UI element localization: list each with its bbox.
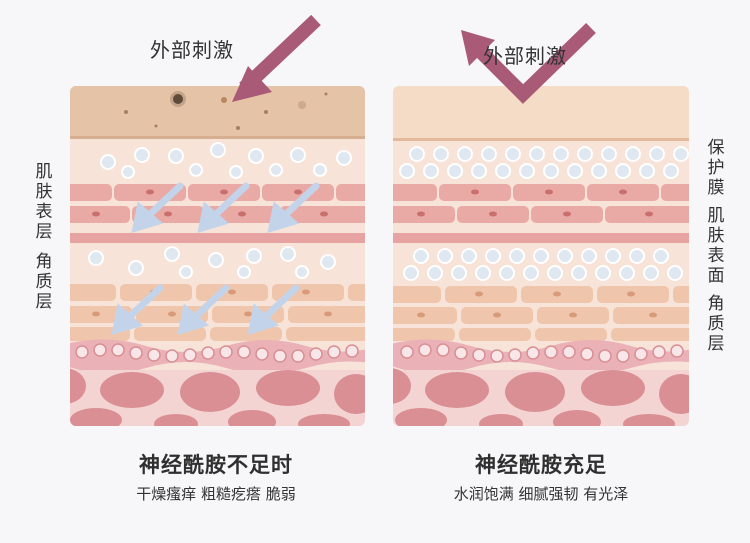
skin-cells-upper <box>393 184 689 243</box>
lipid-bubbles-dense-top <box>399 146 689 179</box>
skin-diagram-insufficient <box>70 14 365 426</box>
dirt-layer <box>70 86 365 138</box>
deep-tissue <box>393 368 689 426</box>
protective-film <box>393 86 689 140</box>
panel-insufficient: 外部刺激 神经酰胺不足时 干燥瘙痒 粗糙疙瘩 脆弱 <box>66 0 366 543</box>
side-label-stratum-corneum: 角质层 <box>707 294 725 354</box>
deep-tissue <box>70 368 365 426</box>
lipid-bubbles-dense-bottom <box>403 248 683 281</box>
side-label-protective-film: 保护膜 <box>707 138 725 198</box>
side-label-skin-surface: 肌肤表面 <box>707 206 725 286</box>
caption-subtitle: 干燥瘙痒 粗糙疙瘩 脆弱 <box>136 485 296 503</box>
caption-subtitle: 水润饱满 细腻强韧 有光泽 <box>453 485 629 503</box>
stimulus-label: 外部刺激 <box>150 38 234 62</box>
lipid-bubbles-sparse-bottom <box>88 246 336 279</box>
skin-cells-lower <box>70 284 365 341</box>
skin-diagram-sufficient <box>393 22 689 426</box>
side-label-skin-surface: 肌肤表层 <box>35 162 53 242</box>
stimulus-arrow-reflected <box>461 22 596 104</box>
side-label-stratum-corneum: 角质层 <box>35 252 53 312</box>
caption-title: 神经酰胺充足 <box>475 453 607 477</box>
panel-sufficient: 外部刺激 神经酰胺充足 水润饱满 细腻强韧 有光泽 <box>391 0 691 543</box>
penetration-arrows <box>111 182 320 336</box>
lipid-bubbles-sparse-top <box>100 142 352 179</box>
stimulus-arrow-in <box>232 14 321 102</box>
caption-title: 神经酰胺不足时 <box>139 453 293 477</box>
skin-cells-lower <box>393 286 689 341</box>
stimulus-label: 外部刺激 <box>483 44 567 68</box>
